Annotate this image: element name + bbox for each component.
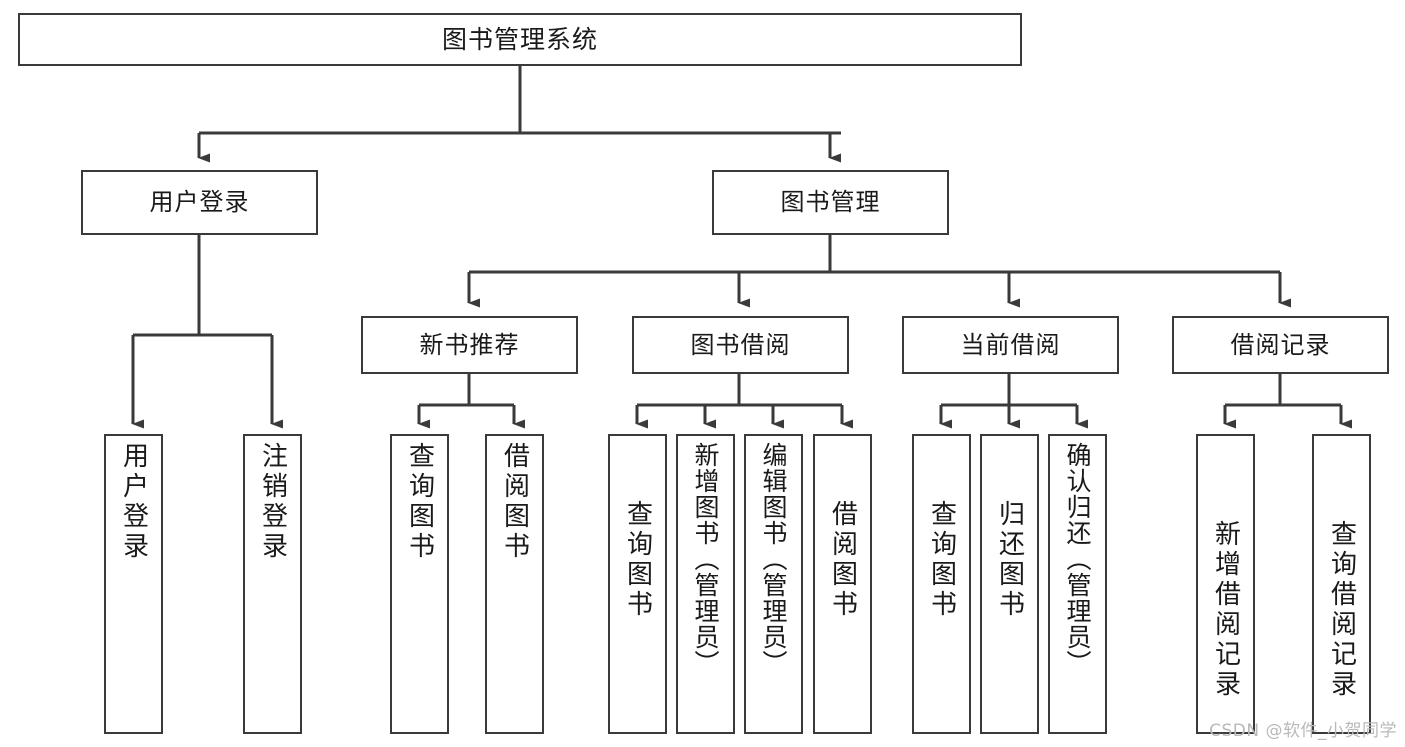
node-label: 借阅图书 xyxy=(499,442,530,562)
node-book-management[interactable]: 图书管理 xyxy=(712,170,949,235)
node-label: 借阅图书 xyxy=(827,500,858,620)
node-label: 查询图书 xyxy=(622,500,653,620)
leaf-borrow-borrow-book[interactable]: 借阅图书 xyxy=(813,434,872,734)
leaf-borrow-edit-book-admin[interactable]: 编辑图书（管理员） xyxy=(744,434,803,734)
node-label: 借阅记录 xyxy=(1230,330,1331,359)
node-new-book-recommend[interactable]: 新书推荐 xyxy=(361,316,578,374)
node-root-system[interactable]: 图书管理系统 xyxy=(18,13,1022,66)
node-label: 确认归还（管理员） xyxy=(1063,442,1092,676)
node-label: 查询借阅记录 xyxy=(1326,520,1357,700)
node-user-login[interactable]: 用户登录 xyxy=(81,170,318,235)
node-current-borrow[interactable]: 当前借阅 xyxy=(902,316,1119,374)
leaf-record-query-record[interactable]: 查询借阅记录 xyxy=(1312,434,1371,734)
leaf-recommend-query-book[interactable]: 查询图书 xyxy=(390,434,449,734)
leaf-user-login-logout[interactable]: 注销登录 xyxy=(243,434,302,734)
node-label: 归还图书 xyxy=(994,500,1025,620)
node-label: 图书管理 xyxy=(780,188,881,217)
leaf-borrow-query-book[interactable]: 查询图书 xyxy=(608,434,667,734)
node-label: 编辑图书（管理员） xyxy=(759,442,788,676)
node-label: 新书推荐 xyxy=(419,330,520,359)
node-book-borrow[interactable]: 图书借阅 xyxy=(632,316,849,374)
node-label: 图书借阅 xyxy=(690,330,791,359)
node-label: 新增借阅记录 xyxy=(1210,520,1241,700)
leaf-current-query-book[interactable]: 查询图书 xyxy=(912,434,971,734)
leaf-recommend-borrow-book[interactable]: 借阅图书 xyxy=(485,434,544,734)
leaf-record-add-record[interactable]: 新增借阅记录 xyxy=(1196,434,1255,734)
node-label: 新增图书（管理员） xyxy=(691,442,720,676)
node-label: 查询图书 xyxy=(404,442,435,562)
node-label: 查询图书 xyxy=(926,500,957,620)
leaf-current-return-book[interactable]: 归还图书 xyxy=(980,434,1039,734)
node-label: 用户登录 xyxy=(149,188,250,217)
leaf-user-login-login[interactable]: 用户登录 xyxy=(104,434,163,734)
csdn-watermark: CSDN @软件_小贺同学 xyxy=(1209,721,1397,741)
leaf-current-confirm-return-admin[interactable]: 确认归还（管理员） xyxy=(1048,434,1107,734)
node-label: 图书管理系统 xyxy=(441,24,598,54)
node-label: 注销登录 xyxy=(257,442,288,562)
node-label: 用户登录 xyxy=(118,442,149,562)
node-label: 当前借阅 xyxy=(960,330,1061,359)
leaf-borrow-add-book-admin[interactable]: 新增图书（管理员） xyxy=(676,434,735,734)
node-borrow-record[interactable]: 借阅记录 xyxy=(1172,316,1389,374)
